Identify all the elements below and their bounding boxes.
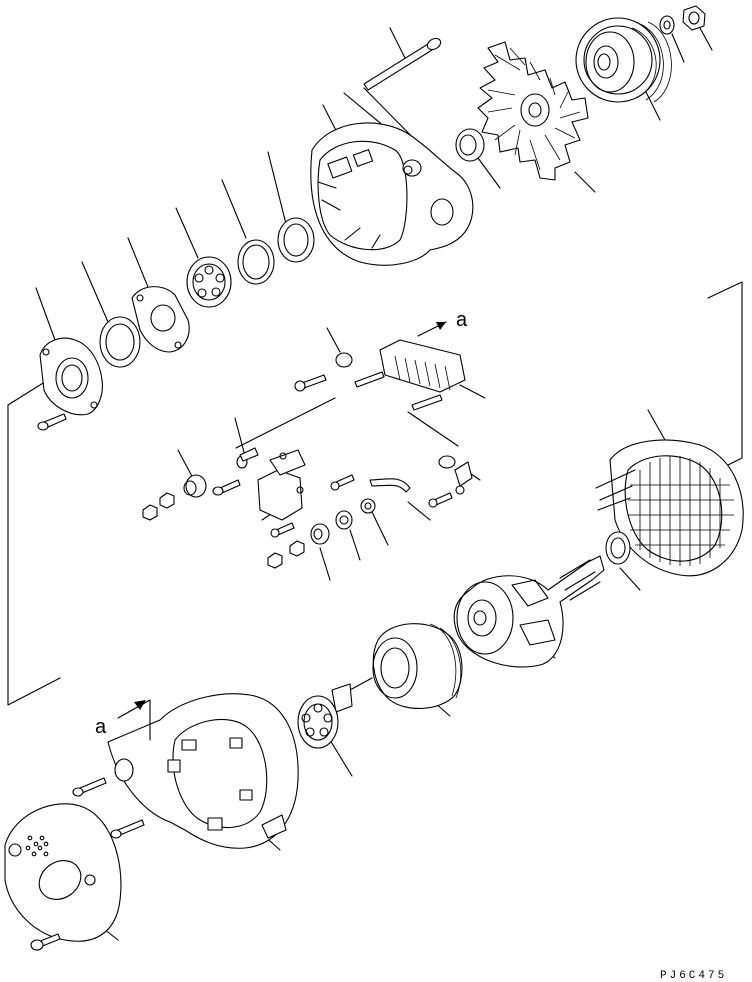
rear-bearing <box>605 531 631 565</box>
through-bolt <box>363 37 442 91</box>
view-marker-label-upper: a <box>456 309 468 331</box>
small-nuts-bottom <box>267 540 305 569</box>
spring-washer <box>659 15 675 35</box>
rear-housing <box>107 693 299 849</box>
view-marker-lower: a <box>95 699 151 741</box>
small-nuts-left <box>142 492 175 521</box>
retainer-plate <box>131 286 190 353</box>
bearing-cover <box>39 337 103 416</box>
cover-bolt <box>30 933 61 951</box>
regulator-spacer <box>335 352 353 368</box>
voltage-regulator <box>354 339 466 411</box>
seal-ring-1 <box>277 217 315 263</box>
cover-screw <box>37 413 67 431</box>
terminal-screw <box>212 479 241 496</box>
cooling-fan <box>477 41 589 181</box>
brush-holder <box>236 447 306 521</box>
bearing-2 <box>186 256 232 308</box>
pulley <box>575 17 672 103</box>
view-marker-label-lower: a <box>95 716 107 738</box>
seal-ring-2 <box>237 239 275 285</box>
small-screws-mid <box>270 474 453 538</box>
housing-screws <box>72 777 145 839</box>
slip-ring-assembly <box>331 623 463 713</box>
stator <box>595 439 744 577</box>
group-brackets <box>7 281 743 706</box>
insulators <box>310 498 376 545</box>
lead-wire <box>369 455 473 495</box>
front-bearing <box>455 128 485 162</box>
view-marker-upper: a <box>417 309 468 337</box>
rear-cover <box>4 803 122 942</box>
rear-bearing-2 <box>297 695 339 749</box>
drawing-code: PJ6C475 <box>660 970 727 982</box>
oil-seal <box>99 316 141 368</box>
regulator-screw <box>294 374 327 392</box>
front-housing <box>310 122 474 266</box>
pulley-nut <box>682 5 706 31</box>
sleeve <box>183 474 207 498</box>
rotor <box>453 555 605 668</box>
